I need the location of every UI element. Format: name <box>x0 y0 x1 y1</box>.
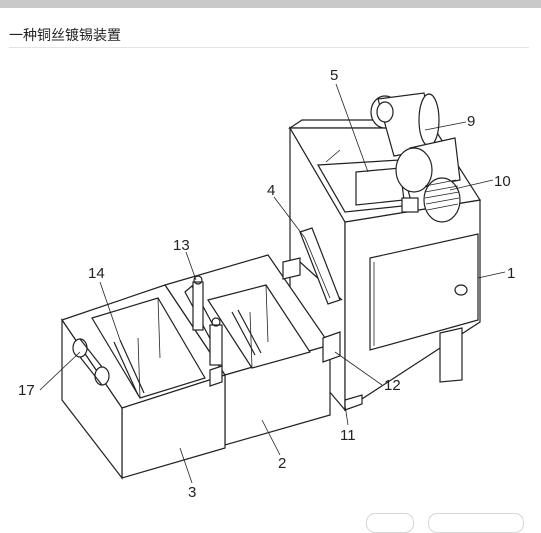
left-tank <box>61 284 226 480</box>
label-4: 4 <box>267 182 275 199</box>
label-17: 17 <box>18 382 35 399</box>
label-2: 2 <box>278 455 286 472</box>
header: 一种铜丝镀锡装置 <box>0 8 541 48</box>
bottom-control-right[interactable] <box>428 513 524 533</box>
label-9: 9 <box>467 113 475 130</box>
label-14: 14 <box>88 265 105 282</box>
label-10: 10 <box>494 173 511 190</box>
divider <box>9 47 529 48</box>
label-1: 1 <box>507 265 515 282</box>
bottom-control-left[interactable] <box>366 513 414 533</box>
page-title: 一种铜丝镀锡装置 <box>9 28 121 44</box>
device-diagram: 5 9 10 1 4 13 14 17 12 11 2 3 <box>18 67 515 501</box>
arm-assembly <box>184 275 223 366</box>
label-5: 5 <box>330 67 338 84</box>
guide-unit <box>299 227 341 305</box>
label-13: 13 <box>173 237 190 254</box>
label-11: 11 <box>340 427 356 444</box>
motor-assembly <box>370 92 461 223</box>
label-3: 3 <box>188 484 196 501</box>
top-bar <box>0 0 541 8</box>
leader-lines <box>39 83 506 484</box>
roller-assembly <box>72 338 110 386</box>
middle-tank <box>164 254 343 446</box>
label-12: 12 <box>384 377 401 394</box>
